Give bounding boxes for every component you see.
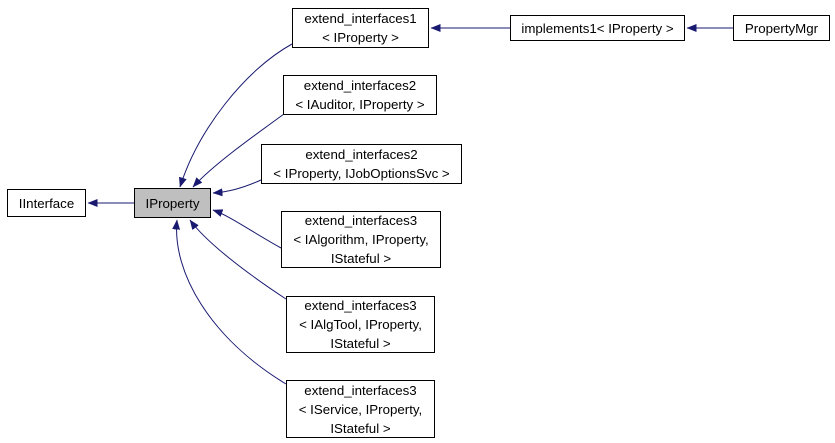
node-propertymgr[interactable]: PropertyMgr — [733, 15, 830, 41]
node-extend-interfaces2-ijoboptionssvc[interactable]: extend_interfaces2 < IProperty, IJobOpti… — [261, 144, 462, 184]
node-iinterface[interactable]: IInterface — [7, 189, 86, 217]
node-implements1[interactable]: implements1< IProperty > — [510, 15, 685, 41]
node-extend-interfaces3-ialgtool[interactable]: extend_interfaces3 < IAlgTool, IProperty… — [286, 296, 435, 353]
node-extend-interfaces3-ialgorithm[interactable]: extend_interfaces3 < IAlgorithm, IProper… — [281, 211, 441, 268]
node-extend-interfaces3-iservice[interactable]: extend_interfaces3 < IService, IProperty… — [286, 380, 435, 438]
node-iproperty-current: IProperty — [134, 188, 211, 218]
node-extend-interfaces2-iauditor[interactable]: extend_interfaces2 < IAuditor, IProperty… — [283, 75, 437, 115]
edge-extend-interfaces3-ialgtool-to-iproperty — [189, 219, 287, 300]
edge-extend-interfaces2-ijoboptionssvc-to-iproperty — [212, 179, 262, 197]
node-extend-interfaces1[interactable]: extend_interfaces1 < IProperty > — [292, 8, 429, 48]
edge-extend-interfaces3-ialgorithm-to-iproperty — [212, 209, 282, 249]
edge-extend-interfaces1-to-iproperty — [179, 43, 293, 188]
edge-extend-interfaces2-iauditor-to-iproperty — [192, 113, 285, 188]
edge-extend-interfaces3-iservice-to-iproperty — [172, 219, 287, 385]
